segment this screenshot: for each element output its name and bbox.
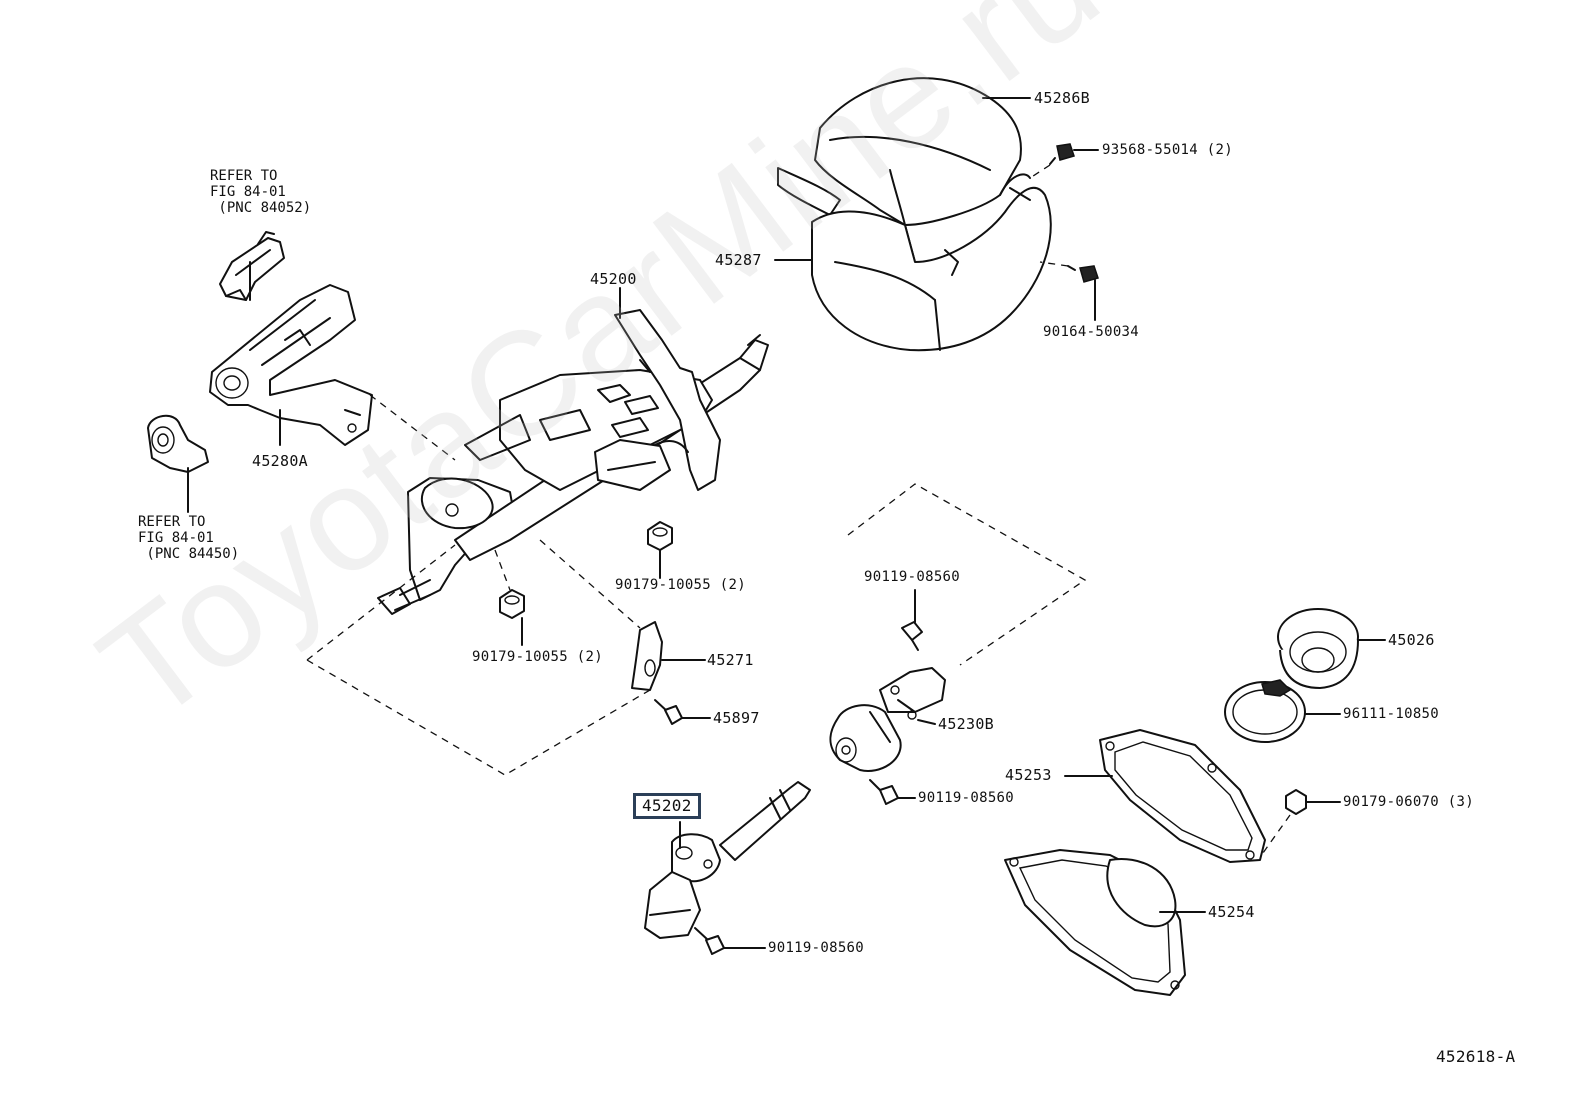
reference-note-84450: REFER TO FIG 84-01 (PNC 84450) bbox=[138, 514, 240, 562]
leader bbox=[917, 719, 936, 725]
dashed-line bbox=[1257, 814, 1291, 861]
dashed-line bbox=[539, 539, 641, 629]
part-label-45286B[interactable]: 45286B bbox=[1034, 89, 1090, 107]
part-label-90179-10055-upper[interactable]: 90179-10055 (2) bbox=[615, 577, 746, 593]
part-label-45230B[interactable]: 45230B bbox=[938, 715, 994, 733]
part-label-90119-08560-bottom[interactable]: 90119-08560 bbox=[768, 940, 865, 956]
part-label-96111-10850[interactable]: 96111-10850 bbox=[1343, 706, 1440, 722]
screw-90164 bbox=[1067, 265, 1099, 283]
part-label-90119-08560-mid[interactable]: 90119-08560 bbox=[918, 790, 1015, 806]
part-label-93568-55014[interactable]: 93568-55014 (2) bbox=[1102, 142, 1233, 158]
part-label-90119-08560-top[interactable]: 90119-08560 bbox=[864, 569, 961, 585]
upper-column-cover bbox=[777, 77, 1031, 263]
column-bracket-45280A bbox=[209, 284, 373, 446]
screw-93568 bbox=[1049, 143, 1075, 165]
part-label-45254[interactable]: 45254 bbox=[1208, 903, 1255, 921]
bracket-45271 bbox=[631, 621, 663, 691]
dashed-line bbox=[494, 549, 511, 591]
dashed-region-left bbox=[306, 544, 651, 776]
part-label-90164-50034[interactable]: 90164-50034 bbox=[1043, 324, 1140, 340]
lower-column-cover bbox=[811, 186, 1052, 352]
bolt-90119-a bbox=[901, 621, 923, 651]
clamp-96111 bbox=[1224, 679, 1306, 743]
steering-shaft-45202 bbox=[644, 781, 811, 939]
dashed-region-right bbox=[847, 483, 1087, 666]
part-label-45253[interactable]: 45253 bbox=[1005, 766, 1052, 784]
part-label-45897[interactable]: 45897 bbox=[713, 709, 760, 727]
part-label-45271[interactable]: 45271 bbox=[707, 651, 754, 669]
plate-45253 bbox=[1099, 729, 1266, 863]
part-label-45202-highlighted[interactable]: 45202 bbox=[633, 793, 701, 819]
part-label-45280A[interactable]: 45280A bbox=[252, 452, 308, 470]
nut-90179-b bbox=[499, 589, 525, 619]
sensor-part bbox=[147, 414, 209, 473]
bolt-45897 bbox=[654, 699, 683, 725]
part-label-90179-10055-lower[interactable]: 90179-10055 (2) bbox=[472, 649, 603, 665]
part-label-45287[interactable]: 45287 bbox=[715, 251, 762, 269]
dashed-line bbox=[369, 394, 456, 461]
nut-90179-06070 bbox=[1285, 789, 1307, 815]
bolt-90119-c bbox=[694, 927, 725, 955]
bolt-90119-b bbox=[869, 779, 899, 805]
leader-dash bbox=[1029, 164, 1051, 179]
figure-code: 452618-A bbox=[1436, 1047, 1516, 1066]
leader-dash bbox=[1039, 261, 1069, 267]
dust-boot-45026 bbox=[1277, 608, 1359, 689]
part-label-45200[interactable]: 45200 bbox=[590, 270, 637, 288]
part-label-90179-06070[interactable]: 90179-06070 (3) bbox=[1343, 794, 1474, 810]
intermediate-shaft-45230B bbox=[829, 667, 946, 772]
part-label-45026[interactable]: 45026 bbox=[1388, 631, 1435, 649]
grommet-45254 bbox=[1004, 849, 1186, 996]
key-cylinder bbox=[219, 231, 285, 301]
reference-note-84052: REFER TO FIG 84-01 (PNC 84052) bbox=[210, 168, 312, 216]
nut-90179-a bbox=[647, 521, 673, 551]
steering-column-45200 bbox=[377, 309, 769, 615]
